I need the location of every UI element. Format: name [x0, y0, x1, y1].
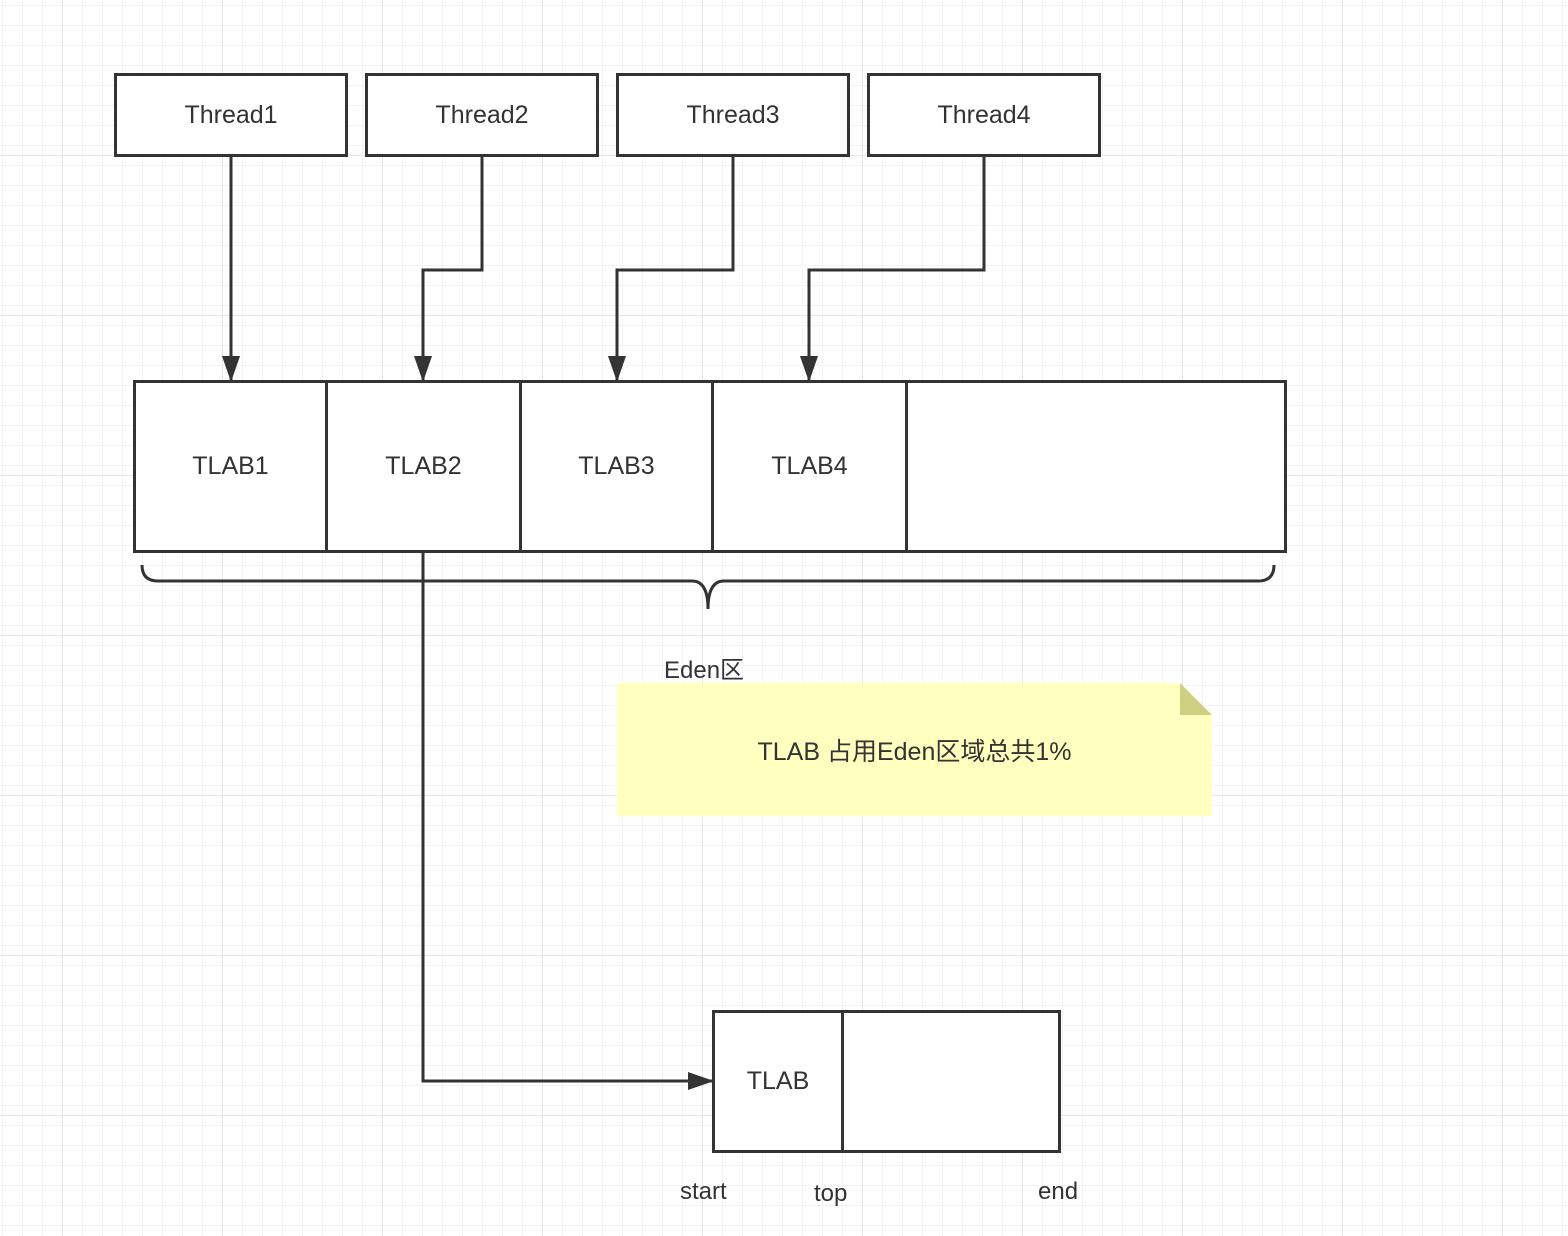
pointer-end-label: end	[1038, 1178, 1079, 1205]
thread-label: Thread4	[937, 100, 1031, 129]
tlab-detail-label: TLAB	[746, 1067, 810, 1095]
pointer-start-label: start	[680, 1178, 727, 1205]
arrow-thread3-tlab3	[608, 156, 735, 382]
thread-label: Thread2	[435, 100, 529, 129]
arrow-thread4-tlab4	[800, 156, 986, 382]
sticky-note-text: TLAB 占用Eden区域总共1%	[757, 737, 1072, 766]
sticky-note	[617, 683, 1212, 816]
tlab-detail-box: TLAB	[712, 1010, 1061, 1153]
tlab-cell-1: TLAB1	[136, 383, 328, 550]
eden-label: Eden区	[664, 657, 745, 684]
thread-box-3: Thread3	[616, 73, 850, 157]
tlab-cell-label: TLAB1	[192, 452, 269, 480]
pointer-top-label: top	[814, 1180, 848, 1207]
tlab-free-cell	[844, 1013, 1058, 1150]
thread-box-4: Thread4	[867, 73, 1101, 157]
thread-label: Thread3	[686, 100, 780, 129]
arrow-thread2-tlab2	[414, 156, 484, 382]
tlab-cell-4: TLAB4	[714, 383, 908, 550]
thread-box-2: Thread2	[365, 73, 599, 157]
eden-region: TLAB1 TLAB2 TLAB3 TLAB4	[133, 380, 1287, 553]
tlab-used-cell: TLAB	[715, 1013, 844, 1150]
arrow-tlab2-detail	[421, 551, 714, 1090]
thread-box-1: Thread1	[114, 73, 348, 157]
tlab-cell-2: TLAB2	[328, 383, 522, 550]
tlab-cell-label: TLAB4	[771, 452, 848, 480]
eden-brace	[140, 564, 1276, 610]
tlab-cell-label: TLAB3	[578, 452, 655, 480]
thread-label: Thread1	[184, 100, 278, 129]
eden-free-cell	[908, 383, 1284, 550]
tlab-cell-3: TLAB3	[522, 383, 714, 550]
tlab-cell-label: TLAB2	[385, 452, 462, 480]
